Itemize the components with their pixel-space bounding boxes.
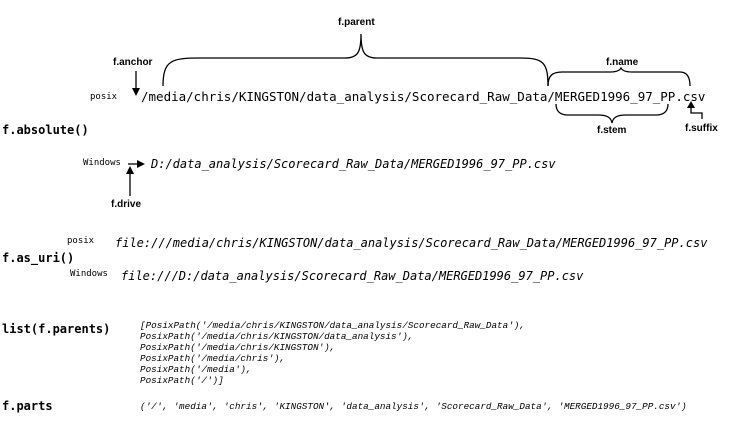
as-uri-heading: f.as_uri()	[2, 251, 75, 265]
path-anchor: /	[141, 89, 149, 104]
parents-line: PosixPath('/media/chris/KINGSTON/data_an…	[140, 331, 414, 342]
path-suffix: .csv	[675, 89, 706, 104]
windows-arrow-head	[137, 160, 145, 168]
uri-posix-os-label: posix	[67, 236, 95, 246]
parent-label: f.parent	[338, 17, 375, 28]
parents-line: [PosixPath('/media/chris/KINGSTON/data_a…	[140, 320, 525, 331]
suffix-arrow-head	[687, 101, 695, 108]
parents-line: PosixPath('/media'),	[140, 364, 252, 375]
parents-line: PosixPath('/media/chris/KINGSTON'),	[140, 342, 336, 353]
parts-value: ('/', 'media', 'chris', 'KINGSTON', 'dat…	[140, 401, 687, 412]
drive-arrow-head	[126, 166, 134, 174]
absolute-italic-rest: Scorecard_Raw_Data/MERGED1996_97_PP.csv	[273, 157, 556, 171]
absolute-rest: /data_analysis/	[165, 157, 274, 171]
parents-list: [PosixPath('/media/chris/KINGSTON/data_a…	[140, 320, 525, 386]
uri-windows-os-label: Windows	[70, 269, 108, 279]
absolute-os-label: Windows	[83, 158, 121, 168]
absolute-path: D:/data_analysis/Scorecard_Raw_Data/MERG…	[151, 158, 556, 170]
parent-brace	[162, 33, 549, 87]
uri-posix: file:///media/chris/KINGSTON/data_analys…	[115, 236, 708, 250]
suffix-label: f.suffix	[685, 123, 718, 134]
absolute-heading: f.absolute()	[2, 123, 89, 137]
anchor-label: f.anchor	[113, 57, 153, 68]
anchor-arrow-head	[132, 88, 140, 96]
parts-heading: f.parts	[2, 399, 53, 413]
parents-heading: list(f.parents)	[2, 322, 111, 336]
uri-windows: file:///D:/data_analysis/Scorecard_Raw_D…	[121, 269, 584, 283]
posix-os-label: posix	[90, 92, 118, 102]
parents-line: PosixPath('/media/chris'),	[140, 353, 286, 364]
suffix-arrow-line	[690, 106, 703, 119]
stem-label: f.stem	[597, 125, 627, 136]
absolute-drive: D:	[151, 157, 166, 171]
drive-label: f.drive	[111, 199, 142, 210]
parents-line: PosixPath('/')]	[140, 375, 224, 386]
name-brace	[547, 66, 691, 87]
path-stem: MERGED1996_97_PP	[554, 89, 676, 104]
stem-brace	[555, 103, 669, 124]
name-label: f.name	[606, 57, 639, 68]
posix-path: /media/chris/KINGSTON/data_analysis/Scor…	[141, 89, 706, 104]
path-parent-rest: media/chris/KINGSTON/data_analysis/Score…	[148, 89, 555, 104]
